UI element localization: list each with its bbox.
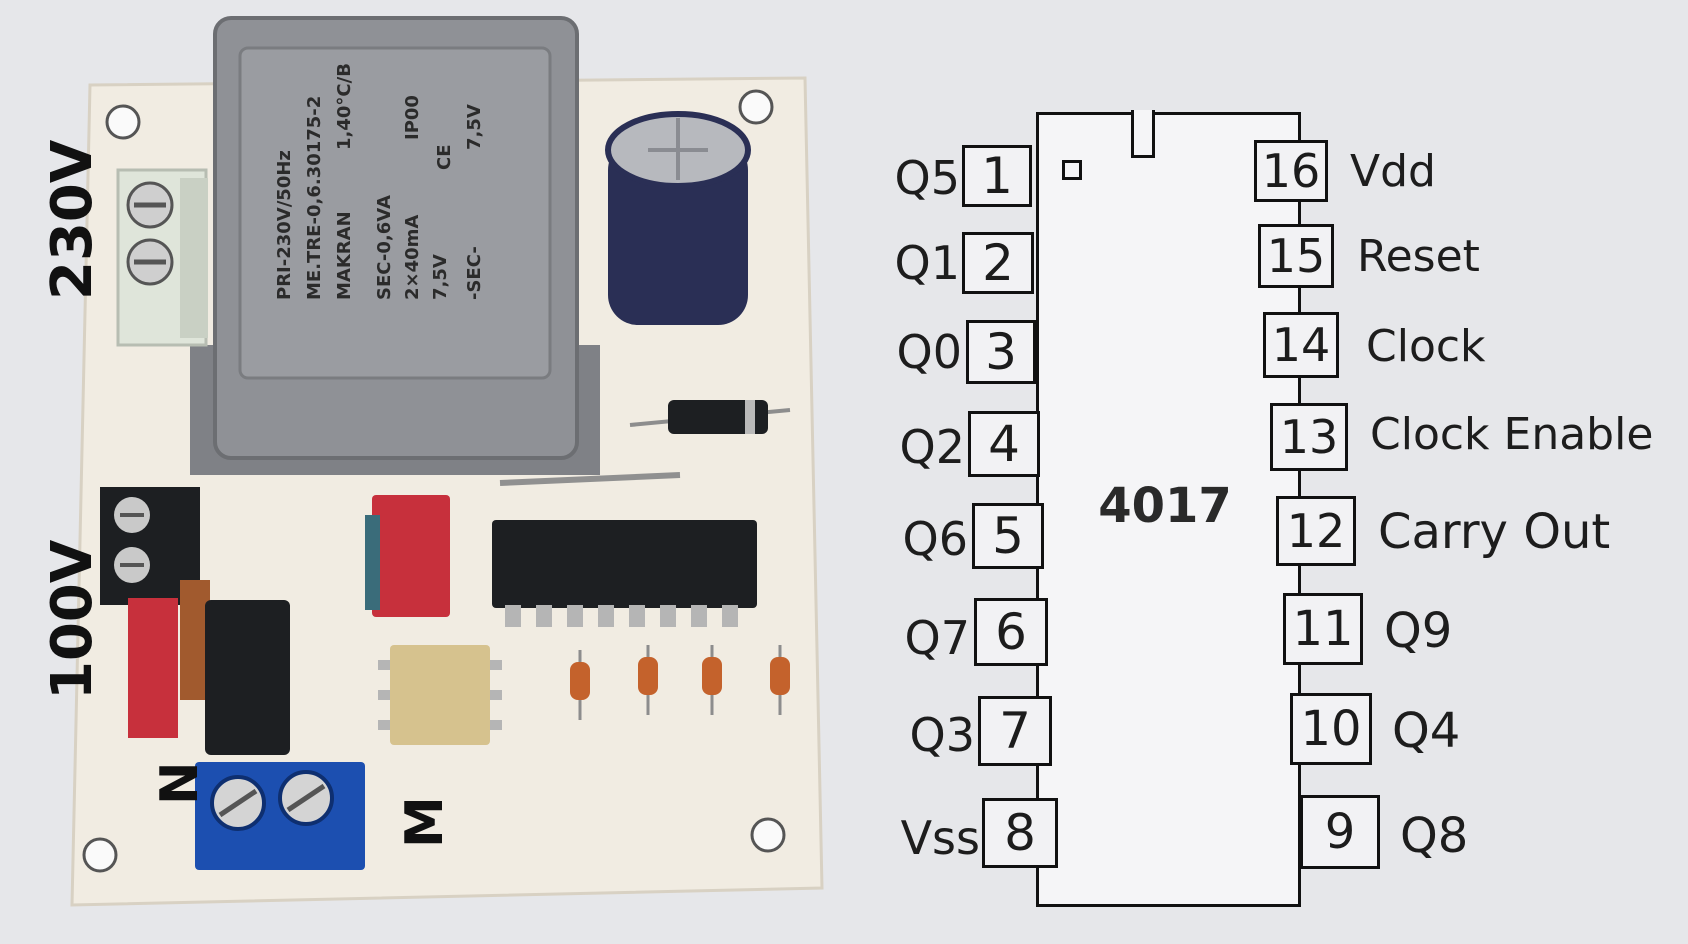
film-capacitor <box>365 495 450 617</box>
pin-signal-right: Q9 <box>1384 603 1453 659</box>
transformer-text: 7,5V <box>430 254 451 300</box>
pin-number-right: 14 <box>1263 312 1339 378</box>
transformer-text: 7,5V <box>464 104 485 150</box>
pin-signal-right: Clock <box>1366 321 1486 372</box>
chip-notch <box>1131 110 1155 158</box>
pin-signal-left: Vss <box>900 811 980 865</box>
pin-signal-right: Q8 <box>1400 808 1469 864</box>
pin1-marker <box>1062 160 1082 180</box>
chip-body <box>1036 112 1301 907</box>
transformer-text: SEC-0,6VA <box>374 195 395 300</box>
wire-link <box>499 472 681 486</box>
transformer-text: 2×40mA <box>402 215 423 300</box>
pin-number-right: 9 <box>1300 795 1380 869</box>
pin-signal-left: Q2 <box>899 420 965 474</box>
handwritten-m-label: M <box>395 796 455 848</box>
motor-terminal-block <box>195 762 365 870</box>
pin-signal-right: Carry Out <box>1378 504 1611 560</box>
ic-4017-physical <box>492 520 757 627</box>
pin-signal-left: Q6 <box>902 512 968 566</box>
pin-number-right: 15 <box>1258 224 1334 288</box>
pin-number-left: 8 <box>982 798 1058 868</box>
capacitor <box>605 111 751 325</box>
pin-signal-right: Q4 <box>1392 703 1461 759</box>
mount-hole <box>750 817 786 853</box>
pin-signal-left: Q7 <box>904 611 970 665</box>
transformer-text: IP00 <box>402 95 423 140</box>
optocoupler <box>378 645 502 745</box>
mount-hole <box>738 89 774 125</box>
pcb-photo: PRI-230V/50Hz ME.TRE-0,6.30175-2 MAKRAN … <box>70 16 824 907</box>
pin-number-left: 4 <box>968 411 1040 477</box>
zener-diodes <box>570 645 790 720</box>
pin-signal-right: Vdd <box>1350 146 1436 197</box>
transformer-brand: MAKRAN <box>334 211 355 300</box>
transformer-text: -SEC- <box>464 246 485 300</box>
pin-number-left: 2 <box>962 232 1034 294</box>
pin-number-right: 13 <box>1270 403 1348 471</box>
transformer-text: CE <box>434 144 455 170</box>
pin-signal-left: Q1 <box>894 236 960 290</box>
film-capacitor-large <box>128 598 178 738</box>
pin-number-right: 16 <box>1254 140 1328 202</box>
handwritten-output-label: 100V <box>40 539 105 700</box>
pin-signal-left: Q5 <box>894 151 960 205</box>
handwritten-mains-label: 230V <box>40 139 105 300</box>
pin-number-right: 11 <box>1283 593 1363 665</box>
handwritten-n-label: N <box>150 761 210 805</box>
transformer-text: ME.TRE-0,6.30175-2 <box>304 96 325 300</box>
pin-number-left: 5 <box>972 503 1044 569</box>
mount-hole <box>105 104 141 140</box>
pin-number-left: 1 <box>962 145 1032 207</box>
pin-signal-right: Reset <box>1357 231 1480 282</box>
pin-number-left: 7 <box>978 696 1052 766</box>
pin-signal-right: Clock Enable <box>1370 409 1654 460</box>
transformer-text: PRI-230V/50Hz <box>274 150 295 300</box>
transformer-text: 1,40°C/B <box>334 63 355 150</box>
mains-terminal-block <box>116 168 208 347</box>
pin-number-right: 12 <box>1276 496 1356 566</box>
transformer: PRI-230V/50Hz ME.TRE-0,6.30175-2 MAKRAN … <box>190 16 600 475</box>
pin-number-right: 10 <box>1290 693 1372 765</box>
pin-signal-left: Q0 <box>896 325 962 379</box>
pin-number-left: 3 <box>966 320 1036 384</box>
diode-rectifier <box>629 400 791 434</box>
chip-label: 4017 <box>1098 478 1232 534</box>
triac <box>205 600 290 755</box>
pin-number-left: 6 <box>974 598 1048 666</box>
mount-hole <box>82 837 118 873</box>
pin-signal-left: Q3 <box>909 708 975 762</box>
